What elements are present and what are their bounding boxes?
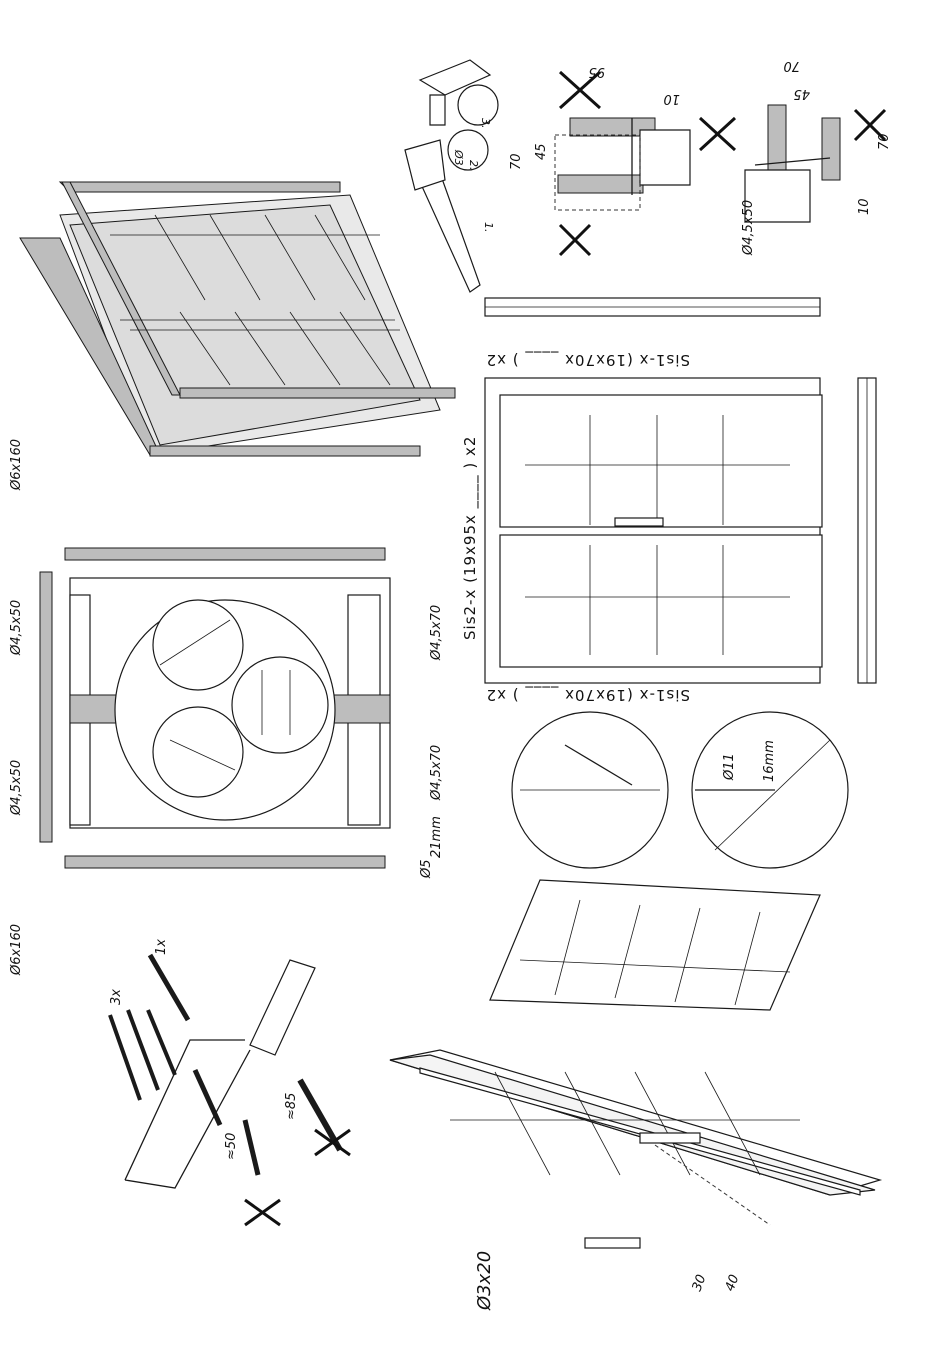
step-1-label: 1. xyxy=(482,222,495,233)
drill-hole-detail xyxy=(692,712,848,868)
side-profile-door xyxy=(858,378,876,683)
screw-3x20-label: Ø3x20 xyxy=(474,1251,495,1311)
dim-30-label: 30 xyxy=(690,1273,710,1294)
door-handle-mounting-view xyxy=(390,1050,880,1248)
dim-10-top-label: 10 xyxy=(663,91,680,106)
frame-assembly-view xyxy=(40,548,390,868)
screw-6x160-top-label: Ø6x160 xyxy=(9,439,24,491)
drill-3-label: Ø3 xyxy=(452,149,465,166)
part-sis1-bottom-label: Sis1-x (19x70x ____ ) x2 xyxy=(486,685,690,704)
exploded-frame-view xyxy=(20,182,455,456)
part-sis1-top-label: Sis1-x (19x70x ____ ) x2 xyxy=(486,350,690,369)
approx-50-label: ≈50 xyxy=(224,1133,239,1160)
door-isometric-view xyxy=(490,880,820,1010)
screw-45x50-lower-label: Ø4,5x50 xyxy=(9,760,24,816)
dim-10-right-label: 10 xyxy=(857,198,872,215)
qty-1x-label: 1x xyxy=(154,939,169,955)
drill-5-label: Ø5 xyxy=(419,859,434,879)
frame-section-detail xyxy=(555,105,840,222)
step-2-label: 2. xyxy=(467,160,480,171)
part-sis2-label: Sis2-x (19x95x ____ ) x2 xyxy=(461,436,480,640)
dim-40-label: 40 xyxy=(723,1273,743,1294)
depth-16mm-label: 16mm xyxy=(762,740,777,782)
dim-45-top-label: 45 xyxy=(793,86,810,101)
approx-85-label: ≈85 xyxy=(284,1093,299,1120)
dim-70-left-label: 70 xyxy=(509,153,524,170)
screw-45x50-upper-label: Ø4,5x50 xyxy=(9,600,24,656)
handle-install-detail xyxy=(512,712,668,868)
dim-70-top-label: 70 xyxy=(783,58,800,73)
screw-6x160-bottom-label: Ø6x160 xyxy=(9,924,24,976)
screw-45x70-lower-label: Ø4,5x70 xyxy=(429,745,444,801)
bolt-cross-marks xyxy=(245,1130,350,1225)
screw-45x70-upper-label: Ø4,5x70 xyxy=(429,605,444,661)
dim-95-label: 95 xyxy=(588,64,605,79)
depth-21mm-label: 21mm xyxy=(429,816,444,858)
dim-70-right-label: 70 xyxy=(877,133,892,150)
step-3-label: 3. xyxy=(479,118,492,129)
dim-45-left-label: 45 xyxy=(534,143,549,160)
drill-11-label: Ø11 xyxy=(722,753,737,781)
screw-45x50-top-label: Ø4,5x50 xyxy=(741,200,756,256)
qty-3x-label: 3x xyxy=(109,989,124,1005)
door-front-view xyxy=(485,378,822,683)
side-profile-rail xyxy=(485,298,820,316)
